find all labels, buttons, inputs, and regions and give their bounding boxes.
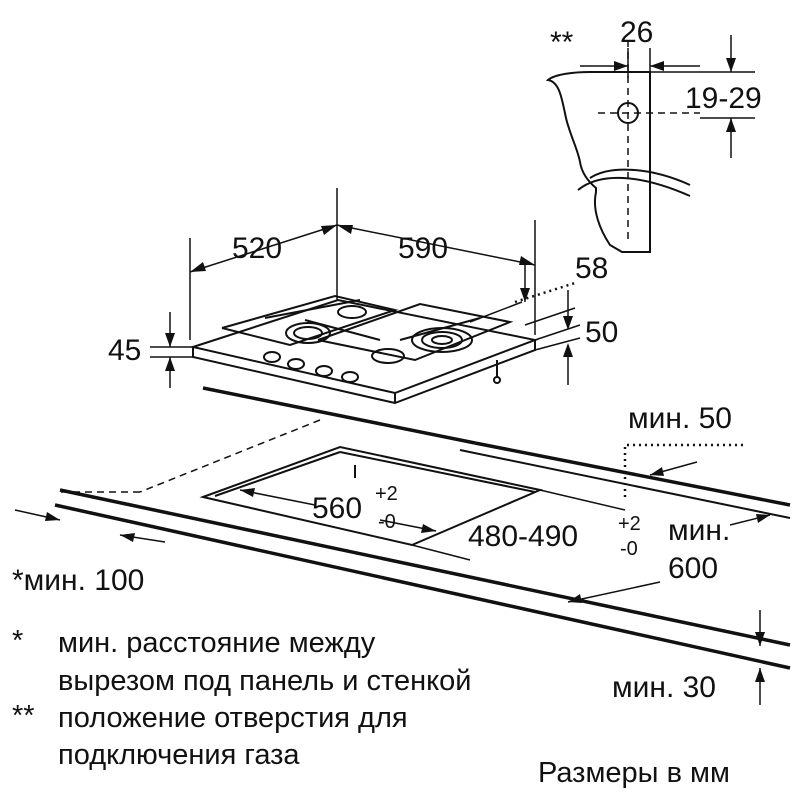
note-1-line-1: мин. расстояние между xyxy=(58,627,376,659)
gas-connector-detail xyxy=(545,35,755,253)
cutout-width-tol-plus: +2 xyxy=(375,483,398,505)
hob-width-label: 590 xyxy=(398,232,448,265)
note-2-line-1: положение отверстия для xyxy=(58,702,408,734)
note-1-line-2: вырезом под панель и стенкой xyxy=(58,665,471,697)
min-side-label: *мин. 100 xyxy=(12,564,144,597)
min-back-label: мин. 50 xyxy=(628,402,732,435)
cutout-depth-tol-plus: +2 xyxy=(618,513,641,535)
min-front-value: 600 xyxy=(668,552,718,585)
min-thickness-label: мин. 30 xyxy=(612,671,716,704)
hob-top-offset-label: 58 xyxy=(575,252,608,285)
min-front-label: мин. xyxy=(668,514,730,547)
hob-side-offset-label: 50 xyxy=(585,316,618,349)
cutout-width-value: 560 xyxy=(312,492,362,525)
notes: * мин. расстояние между вырезом под пане… xyxy=(12,625,471,771)
hob-height-label: 45 xyxy=(108,334,141,367)
note-1-marker: * xyxy=(12,625,23,657)
hob-drawing xyxy=(189,294,539,405)
connector-height-label: 19-29 xyxy=(685,82,762,115)
cutout-width-tol-minus: -0 xyxy=(378,511,396,533)
cutout-width-label: 560 xyxy=(312,492,362,525)
hob-dimensions xyxy=(150,188,581,388)
cutout-depth-label: 480-490 xyxy=(468,520,578,553)
units-caption: Размеры в мм xyxy=(538,757,730,789)
connector-width-label: 26 xyxy=(620,16,653,49)
note-2-marker: ** xyxy=(12,700,35,732)
cutout-depth-tol-minus: -0 xyxy=(620,538,638,560)
hob-depth-label: 520 xyxy=(232,232,282,265)
countertop-drawing xyxy=(14,386,791,705)
note-2-line-2: подключения газа xyxy=(58,739,300,771)
connector-marker: ** xyxy=(550,26,574,59)
